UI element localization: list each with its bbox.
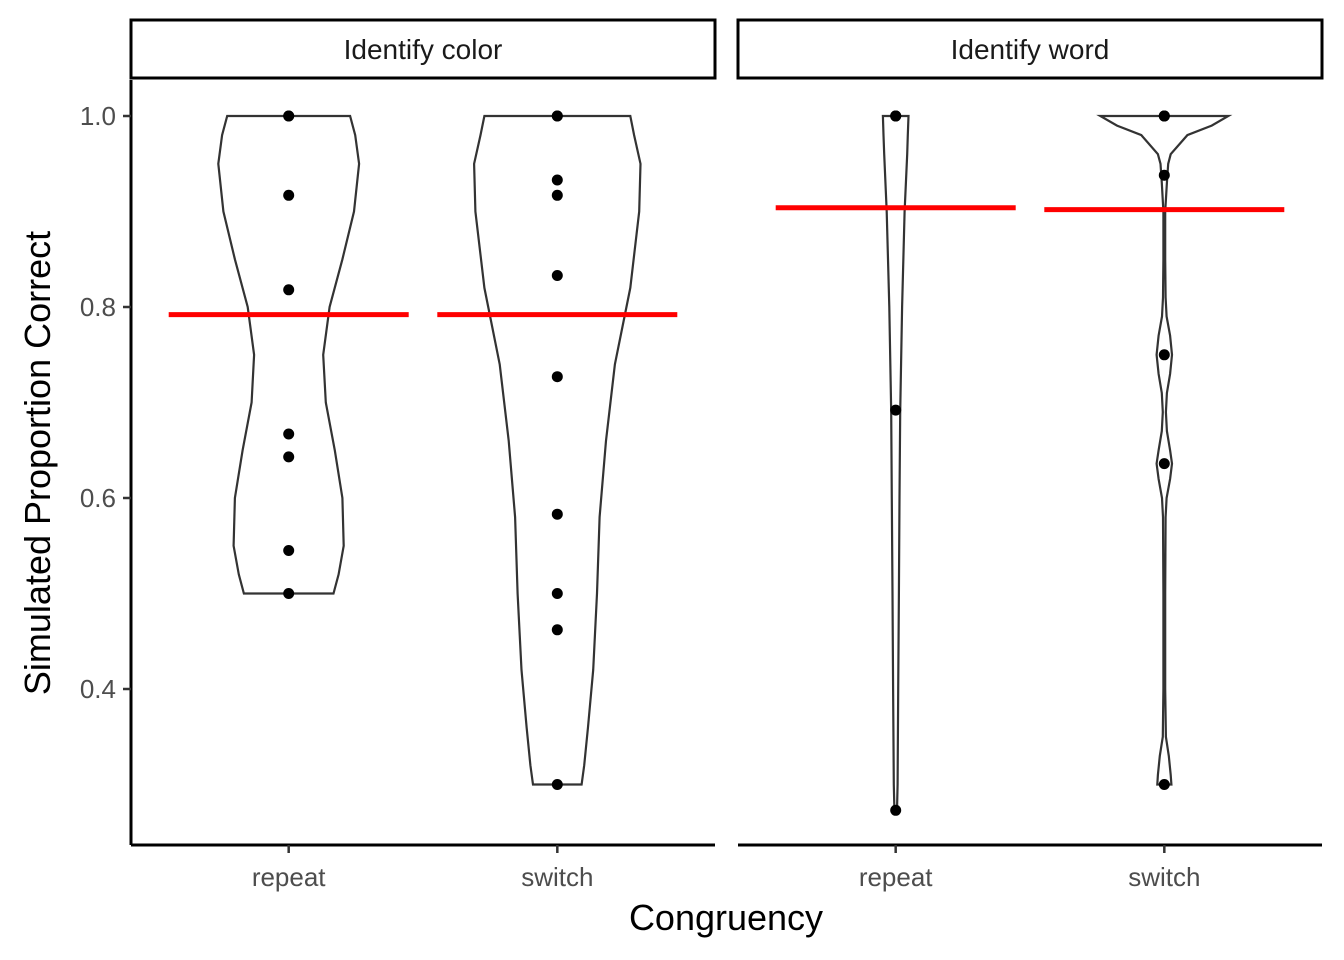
- panel-identify-word: [775, 110, 1285, 816]
- data-point: [283, 428, 295, 440]
- y-tick-label: 0.8: [80, 292, 116, 322]
- y-axis-title: Simulated Proportion Correct: [17, 231, 58, 695]
- data-point: [283, 451, 295, 463]
- x-tick-label: repeat: [252, 862, 326, 892]
- strip-box-identify-word: [736, 18, 1324, 80]
- data-point: [551, 588, 563, 599]
- violin-repeat: [881, 114, 910, 812]
- panel-identify-color: [168, 110, 678, 790]
- x-axis: repeat switch repeat switch: [131, 843, 1322, 892]
- data-point: [890, 804, 902, 816]
- data-point: [1158, 110, 1170, 122]
- strip-headers: Identify color Identify word: [129, 18, 1324, 80]
- data-point: [1158, 779, 1170, 790]
- data-point: [551, 624, 563, 636]
- data-point: [551, 270, 563, 281]
- strip-label-identify-color: Identify color: [344, 34, 503, 65]
- data-point: [283, 588, 295, 599]
- x-tick-label: repeat: [859, 862, 933, 892]
- data-point: [283, 545, 295, 556]
- y-axis: 0.4 0.6 0.8 1.0: [80, 80, 133, 845]
- data-point: [1158, 458, 1170, 470]
- data-point: [283, 284, 295, 296]
- violin-switch: [472, 114, 642, 786]
- data-point: [551, 779, 563, 790]
- data-point: [1158, 349, 1170, 361]
- strip-label-identify-word: Identify word: [951, 34, 1110, 65]
- strip-box-identify-color: [129, 18, 717, 80]
- y-tick-label: 0.4: [80, 674, 116, 704]
- x-tick-label: switch: [521, 862, 593, 892]
- y-tick-label: 0.6: [80, 483, 116, 513]
- x-tick-label: switch: [1128, 862, 1200, 892]
- data-point: [1158, 169, 1170, 181]
- data-point: [551, 371, 563, 383]
- data-point: [283, 110, 295, 122]
- violin-repeat: [217, 114, 361, 595]
- data-point: [283, 189, 295, 201]
- x-axis-title: Congruency: [629, 897, 823, 938]
- data-point: [890, 404, 902, 416]
- plot-panels: [168, 110, 1285, 816]
- data-point: [551, 174, 563, 186]
- data-point: [551, 189, 563, 201]
- data-point: [890, 110, 902, 122]
- violin-switch: [1096, 114, 1233, 786]
- data-point: [551, 110, 563, 122]
- y-tick-label: 1.0: [80, 101, 116, 131]
- data-point: [551, 508, 563, 520]
